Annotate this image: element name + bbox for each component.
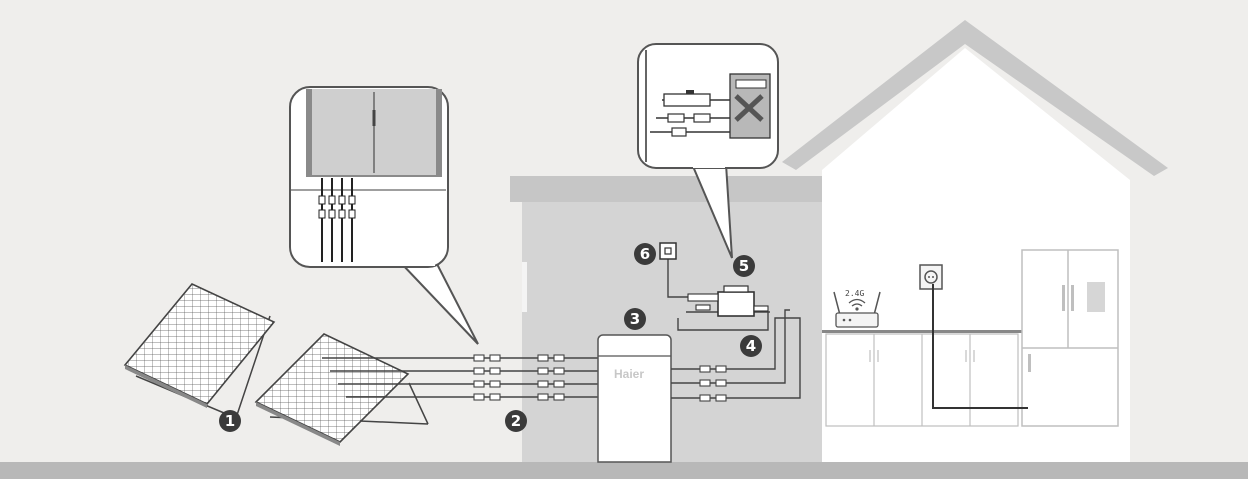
connector-icon <box>473 354 565 401</box>
battery-brand: Haier <box>614 367 644 381</box>
garage-roof <box>510 176 822 202</box>
solar-panel-right <box>254 333 429 446</box>
socket-icon <box>919 264 943 290</box>
battery-icon: Haier <box>597 334 672 463</box>
solar-panel-left <box>123 283 276 419</box>
outlet-icon <box>659 242 677 260</box>
connector-icon-battery <box>699 365 727 402</box>
solar-panel-icon <box>123 283 429 446</box>
callout-junction-box <box>289 86 479 345</box>
kitchen-cabinet-icon <box>825 333 1019 427</box>
badge-6: 6 <box>634 243 656 265</box>
kitchen-countertop <box>822 330 1022 333</box>
garage <box>510 176 822 462</box>
badge-6-number: 6 <box>640 245 650 263</box>
badge-3: 3 <box>624 308 646 330</box>
badge-4: 4 <box>740 335 762 357</box>
inverter-icon <box>687 285 769 317</box>
garage-wall <box>522 202 822 462</box>
garage-door-frame <box>522 262 527 312</box>
badge-2: 2 <box>505 410 527 432</box>
house: 2.4G <box>782 20 1168 462</box>
badge-2-number: 2 <box>511 412 521 430</box>
badge-1: 1 <box>219 410 241 432</box>
router-label: 2.4G <box>845 289 864 298</box>
badge-1-number: 1 <box>225 412 235 430</box>
badge-5: 5 <box>733 255 755 277</box>
fridge-icon <box>1021 249 1119 427</box>
badge-4-number: 4 <box>746 337 756 355</box>
callout-inverter-wiring <box>637 43 779 259</box>
badge-5-number: 5 <box>739 257 749 275</box>
ground <box>0 462 1248 479</box>
badge-3-number: 3 <box>630 310 640 328</box>
wifi-router-icon: 2.4G <box>833 289 881 328</box>
socket-fridge-cable <box>932 284 1028 409</box>
